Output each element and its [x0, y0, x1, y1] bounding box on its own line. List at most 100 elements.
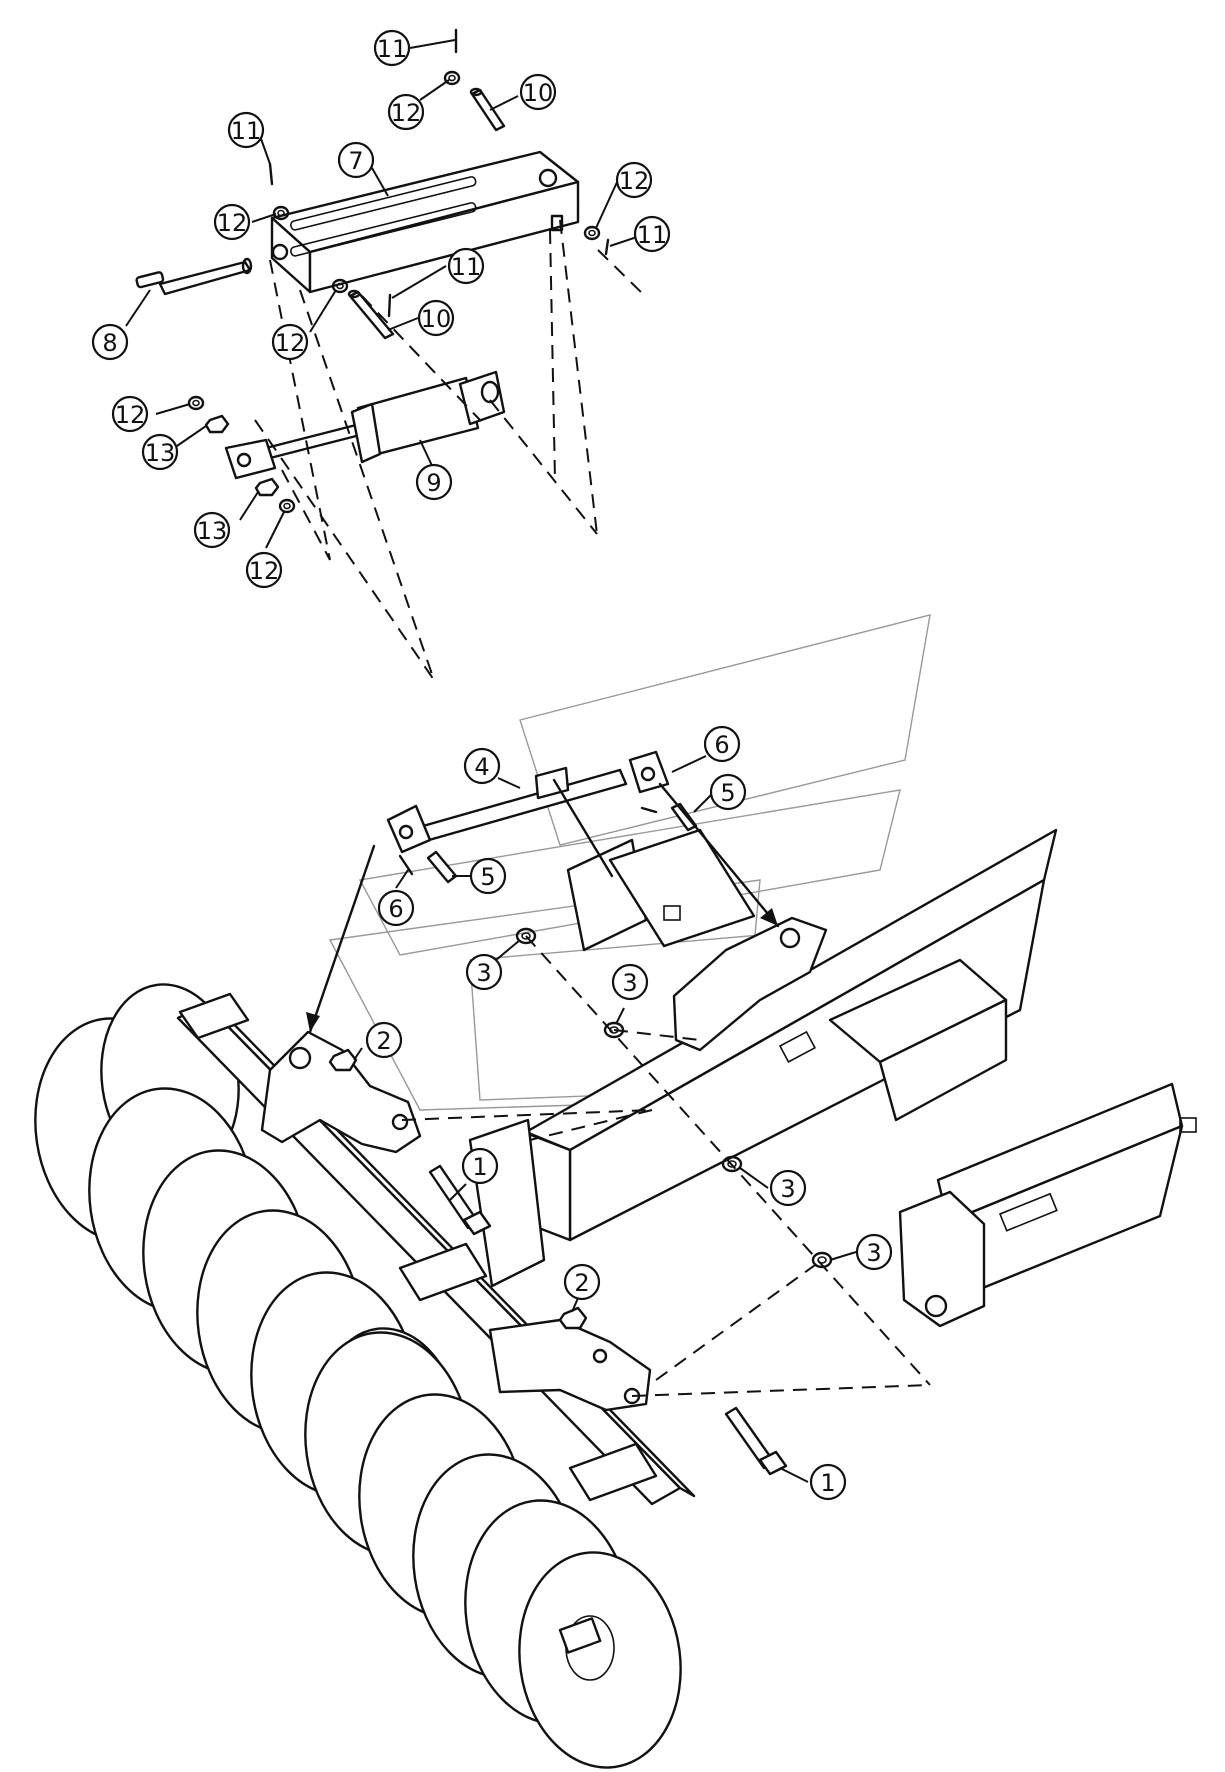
callout-circle — [633, 215, 671, 253]
nuts-part-2 — [328, 1048, 588, 1330]
callout-number: 6 — [388, 895, 403, 923]
callout-number: 10 — [523, 79, 554, 107]
assembly-arrows — [306, 782, 780, 1034]
callout-part-10: 10 — [519, 73, 557, 111]
callout-part-8: 8 — [91, 323, 129, 361]
callout-number: 11 — [231, 117, 262, 145]
callout-number: 2 — [376, 1027, 391, 1055]
callout-circle — [615, 161, 653, 199]
callout-number: 3 — [476, 959, 491, 987]
callout-part-10: 10 — [417, 299, 455, 337]
callout-number: 5 — [720, 779, 735, 807]
callout-circle — [469, 857, 507, 895]
pin-part-8 — [135, 257, 253, 296]
callout-number: 9 — [426, 469, 441, 497]
callout-part-11: 11 — [633, 215, 671, 253]
disc-blades — [34, 983, 682, 1769]
assembly-guide-lines-upper — [254, 219, 646, 681]
callout-circle — [563, 1263, 601, 1301]
callout-part-11: 11 — [373, 29, 411, 67]
callout-number: 12 — [619, 167, 650, 195]
callout-number: 12 — [115, 401, 146, 429]
callout-part-3: 3 — [769, 1169, 807, 1207]
callout-circle — [377, 889, 415, 927]
callout-part-12: 12 — [245, 551, 283, 589]
callout-number: 11 — [377, 35, 408, 63]
nuts-part-13 — [204, 414, 280, 497]
callout-part-12: 12 — [387, 93, 425, 131]
callout-part-12: 12 — [111, 395, 149, 433]
callout-number: 12 — [275, 329, 306, 357]
callout-circle — [519, 73, 557, 111]
callout-part-4: 4 — [463, 747, 501, 785]
cotter-pins-part-11 — [268, 28, 610, 318]
callout-part-5: 5 — [709, 773, 747, 811]
assembly-guide-lines-lower — [401, 935, 931, 1397]
callout-circle — [611, 963, 649, 1001]
callout-circle — [193, 511, 231, 549]
callout-circle — [387, 93, 425, 131]
callout-part-3: 3 — [465, 953, 503, 991]
callout-number: 8 — [102, 329, 117, 357]
callout-circle — [337, 141, 375, 179]
callout-number: 11 — [451, 253, 482, 281]
callout-part-6: 6 — [703, 725, 741, 763]
callout-number: 7 — [348, 147, 363, 175]
callout-circle — [809, 1463, 847, 1501]
callout-circle — [417, 299, 455, 337]
pin-part-10-lower — [347, 289, 395, 340]
callout-part-11: 11 — [227, 111, 265, 149]
callout-part-3: 3 — [611, 963, 649, 1001]
callout-part-9: 9 — [415, 463, 453, 501]
callout-leaders — [125, 39, 857, 1483]
callout-number: 12 — [249, 557, 280, 585]
callout-number: 5 — [480, 863, 495, 891]
callout-part-13: 13 — [193, 511, 231, 549]
callout-circle — [463, 747, 501, 785]
callout-circle — [245, 551, 283, 589]
main-frame — [468, 828, 1197, 1328]
callout-circle — [769, 1169, 807, 1207]
callout-circle — [213, 203, 251, 241]
callout-part-12: 12 — [213, 203, 251, 241]
callout-part-7: 7 — [337, 141, 375, 179]
callout-number: 3 — [866, 1239, 881, 1267]
callout-part-11: 11 — [447, 247, 485, 285]
turnbuckle-part-4 — [386, 750, 670, 878]
callout-circle — [709, 773, 747, 811]
callout-part-1: 1 — [461, 1147, 499, 1185]
callout-circle — [111, 395, 149, 433]
pin-part-10-upper — [469, 87, 506, 132]
callout-circle — [373, 29, 411, 67]
hydraulic-cylinder-part-9 — [224, 370, 506, 480]
callout-part-2: 2 — [563, 1263, 601, 1301]
callout-circle — [141, 433, 179, 471]
mast-bracket — [566, 828, 828, 1052]
callout-part-2: 2 — [365, 1021, 403, 1059]
callout-number: 13 — [145, 439, 176, 467]
callout-part-13: 13 — [141, 433, 179, 471]
cotter-pins-part-6 — [398, 806, 658, 876]
callout-circle — [465, 953, 503, 991]
callout-part-12: 12 — [271, 323, 309, 361]
callout-circle — [271, 323, 309, 361]
callout-circle — [365, 1021, 403, 1059]
callout-part-5: 5 — [469, 857, 507, 895]
callout-circle — [447, 247, 485, 285]
callout-part-3: 3 — [855, 1233, 893, 1271]
callout-part-6: 6 — [377, 889, 415, 927]
callout-number: 3 — [622, 969, 637, 997]
callout-circle — [461, 1147, 499, 1185]
washers-part-12 — [187, 70, 601, 514]
arm-part-7 — [270, 150, 580, 294]
gang-brackets — [260, 1030, 652, 1412]
callout-number: 10 — [421, 305, 452, 333]
callout-number: 12 — [391, 99, 422, 127]
callout-circle — [227, 111, 265, 149]
callout-number: 11 — [637, 221, 668, 249]
callout-number: 13 — [197, 517, 228, 545]
callout-number: 3 — [780, 1175, 795, 1203]
callout-circle — [91, 323, 129, 361]
